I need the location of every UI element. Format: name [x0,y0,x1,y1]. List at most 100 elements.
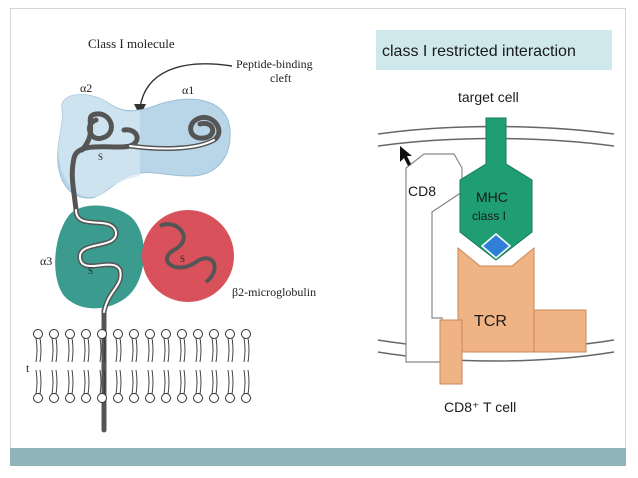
lipid-tail [119,337,122,363]
lipid-tail [211,369,214,395]
membrane-label: t [26,361,30,375]
lipid-head [193,329,203,339]
lipid-tail [199,337,202,363]
lipid-head [161,393,171,403]
lipid-tail [135,337,138,363]
lipid-tail [135,369,138,395]
lipid-head [225,329,235,339]
cursor-arrow-icon [400,146,412,166]
lipid-head [97,329,107,339]
lipid-head [65,329,75,339]
class-i-title: Class I molecule [88,36,175,51]
mhc-class-i [459,117,533,261]
lipid-head [209,393,219,403]
lipid-tail [39,337,42,363]
lipid-tail [39,369,42,395]
lipid-tail [199,369,202,395]
lipid-tail [151,337,154,363]
b2m-chain [159,222,217,284]
lipid-head [129,393,139,403]
lipid-tail [147,369,150,395]
lipid-head [177,393,187,403]
lipid-tail [35,337,38,363]
lipid-tail [67,369,70,395]
lipid-head [129,329,139,339]
lipid-tail [99,337,102,363]
lipid-tail [87,369,90,395]
lipid-tail [167,337,170,363]
lipid-head [113,393,123,403]
lipid-tail [131,369,134,395]
lipid-tail [247,337,250,363]
cd3-segment [439,319,463,385]
lipid-tail [243,337,246,363]
lipid-tail [83,337,86,363]
lipid-tail [183,369,186,395]
lipid-tail [227,337,230,363]
tcr-constant-domain [533,309,587,353]
lipid-head [49,393,59,403]
lipid-head [225,393,235,403]
lipid-tail [211,337,214,363]
lipid-tail [231,337,234,363]
alpha3-label: α3 [40,254,52,268]
lipid-tail [179,369,182,395]
lipid-bilayer [33,329,251,403]
lipid-tail [183,337,186,363]
lipid-head [177,329,187,339]
lipid-tail [247,369,250,395]
peptide-cleft-label-1: Peptide-binding [236,57,313,71]
lipid-tail [119,369,122,395]
cd8-label: CD8 [408,183,436,199]
chain-highlight [75,139,215,313]
lipid-tail [231,369,234,395]
lipid-tail [83,369,86,395]
lipid-head [209,329,219,339]
lipid-tail [147,337,150,363]
lipid-head [145,329,155,339]
lipid-tail [179,337,182,363]
lipid-head [113,329,123,339]
lipid-head [33,329,43,339]
lipid-tail [51,337,54,363]
lipid-tail [215,337,218,363]
peptide-diamond [480,233,512,259]
lipid-head [161,329,171,339]
lipid-head [241,329,251,339]
lipid-tail [227,369,230,395]
lipid-head [81,329,91,339]
lipid-head [49,329,59,339]
lipid-tail [115,369,118,395]
lipid-head [81,393,91,403]
lipid-tail [103,337,106,363]
lipid-tail [55,337,58,363]
lipid-tail [87,337,90,363]
b2m-label: β2-microglobulin [232,285,316,299]
lipid-tail [103,369,106,395]
peptide-cleft-label-2: cleft [270,71,292,85]
mhc-label-2: class I [472,209,506,223]
lipid-tail [67,337,70,363]
b2m-domain [142,210,234,302]
mhc-label-1: MHC [476,189,508,205]
t-cell-label: CD8⁺ T cell [444,399,516,415]
disulfide-label-2: S [88,266,93,276]
cleft-arrow [139,63,233,109]
disulfide-label-1: S [98,152,103,162]
target-cell-label: target cell [458,89,519,105]
lipid-tail [151,369,154,395]
header-bar [376,30,612,70]
slide-footer-bar [10,448,626,466]
cd8-molecule [405,153,463,363]
lipid-tail [71,337,74,363]
lipid-tail [55,369,58,395]
alpha1-label: α1 [182,83,194,97]
lipid-tail [131,337,134,363]
lipid-tail [195,369,198,395]
lipid-tail [51,369,54,395]
alpha2-label: α2 [80,81,92,95]
lipid-tail [215,369,218,395]
lipid-head [97,393,107,403]
alpha3-domain [55,205,145,309]
